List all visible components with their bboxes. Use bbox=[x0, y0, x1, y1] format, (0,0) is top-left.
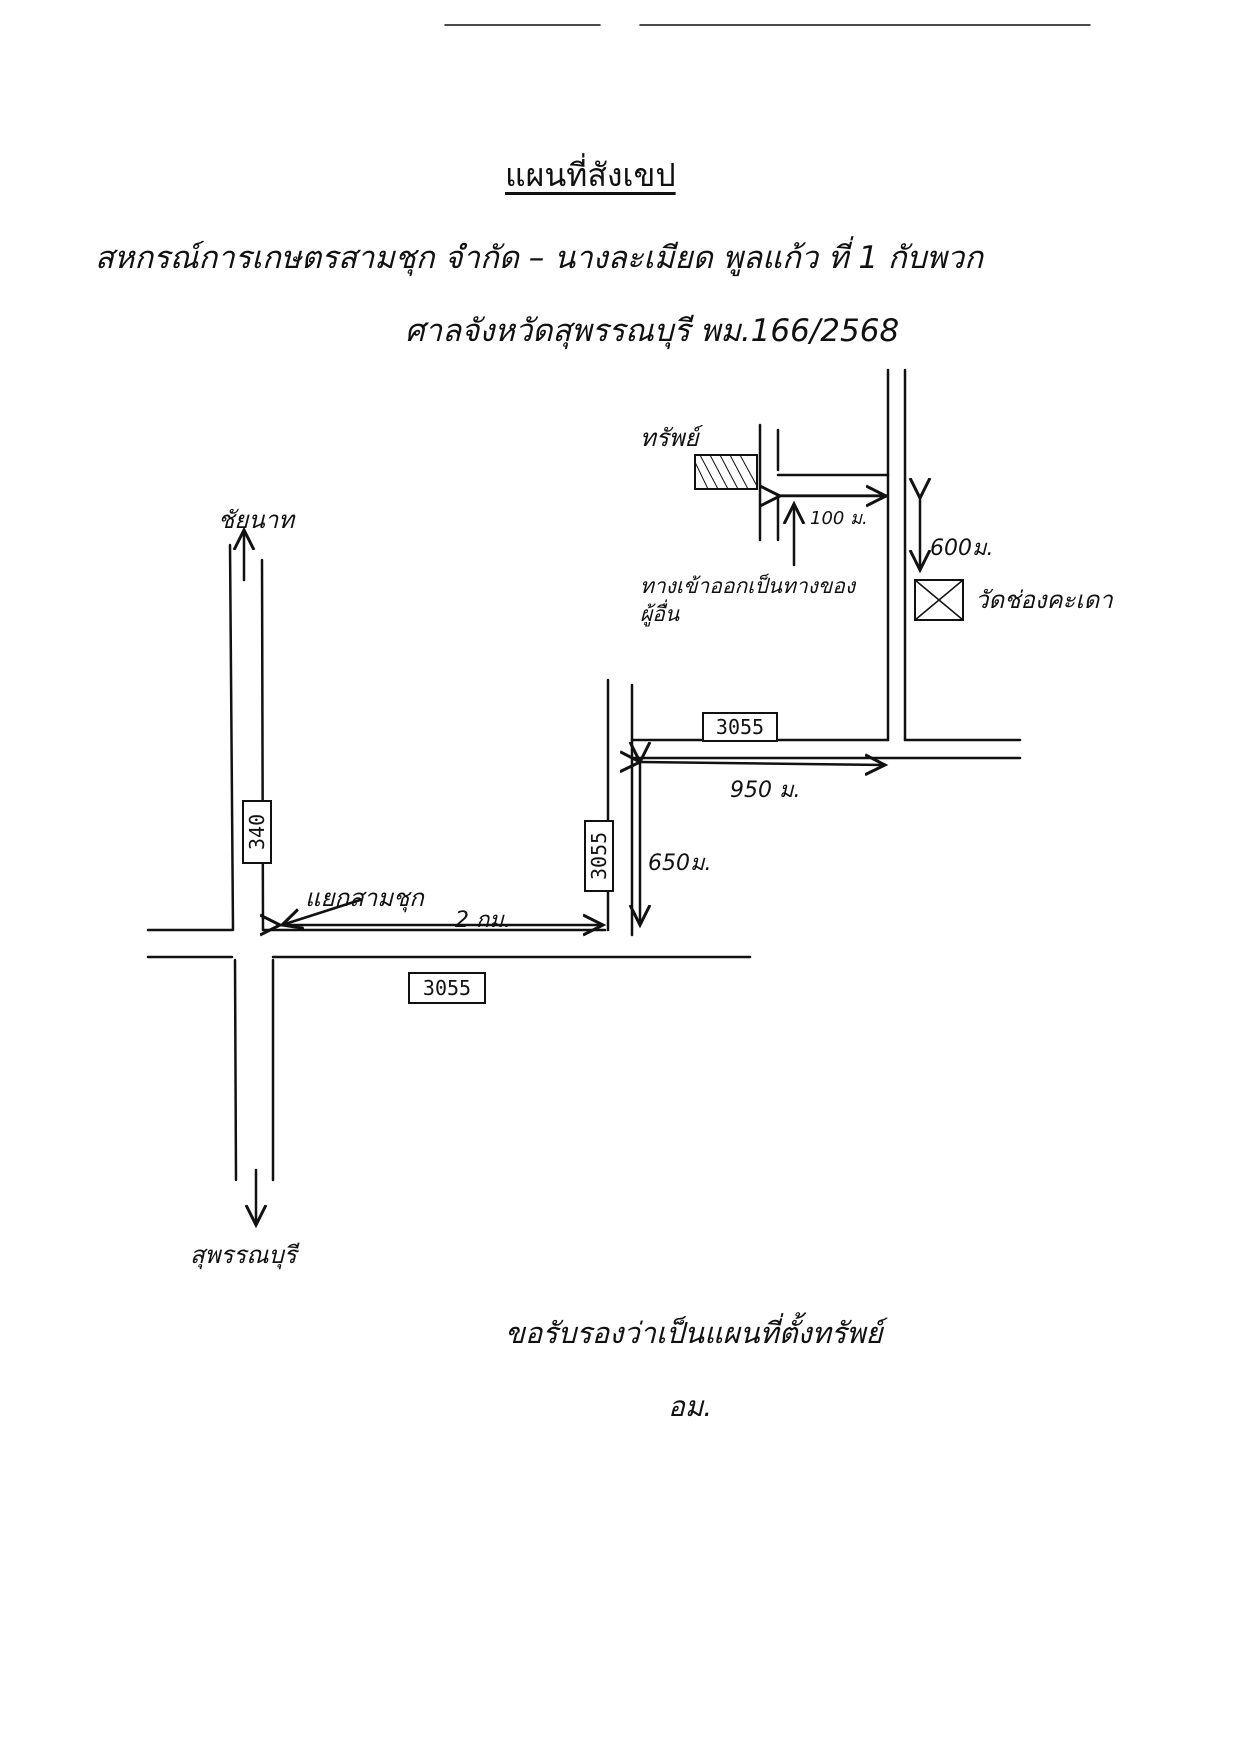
road-340-west-edge bbox=[228, 543, 235, 932]
distance-600m: 600ม. bbox=[930, 536, 994, 561]
signature-initials: อม. bbox=[668, 1390, 713, 1423]
case-parties: สหกรณ์การเกษตรสามชุก จำกัด – นางละเมียด … bbox=[95, 240, 983, 276]
certification-note: ขอรับรองว่าเป็นแผนที่ตั้งทรัพย์ bbox=[505, 1316, 883, 1350]
court-case-number: ศาลจังหวัดสุพรรณบุรี พม.166/2568 bbox=[405, 313, 900, 349]
label-chainat: ชัยนาท bbox=[218, 506, 295, 534]
label-suphanburi: สุพรรณบุรี bbox=[190, 1241, 297, 1269]
distance-100m: 100 ม. bbox=[810, 508, 868, 529]
road-number-340: 340 bbox=[242, 800, 272, 864]
label-access-note-1: ทางเข้าออกเป็นทางของ bbox=[640, 574, 856, 598]
label-access-note-2: ผู้อื่น bbox=[640, 602, 680, 626]
dimension-950m bbox=[640, 762, 885, 765]
label-wat: วัดช่องคะเดา bbox=[975, 586, 1113, 614]
label-property: ทรัพย์ bbox=[640, 424, 699, 452]
distance-2km: 2 กม. bbox=[455, 908, 511, 933]
distance-650m: 650ม. bbox=[648, 851, 712, 876]
road-number-3055-vertical: 3055 bbox=[584, 820, 614, 892]
map-title: แผนที่สังเขป bbox=[505, 156, 676, 194]
label-sam-chuk-junction: แยกสามชุก bbox=[305, 884, 424, 912]
road-number-3055-bottom: 3055 bbox=[408, 972, 486, 1004]
road-340-east-edge bbox=[260, 558, 265, 932]
distance-950m: 950 ม. bbox=[730, 778, 801, 803]
road-number-3055-top: 3055 bbox=[702, 712, 778, 742]
